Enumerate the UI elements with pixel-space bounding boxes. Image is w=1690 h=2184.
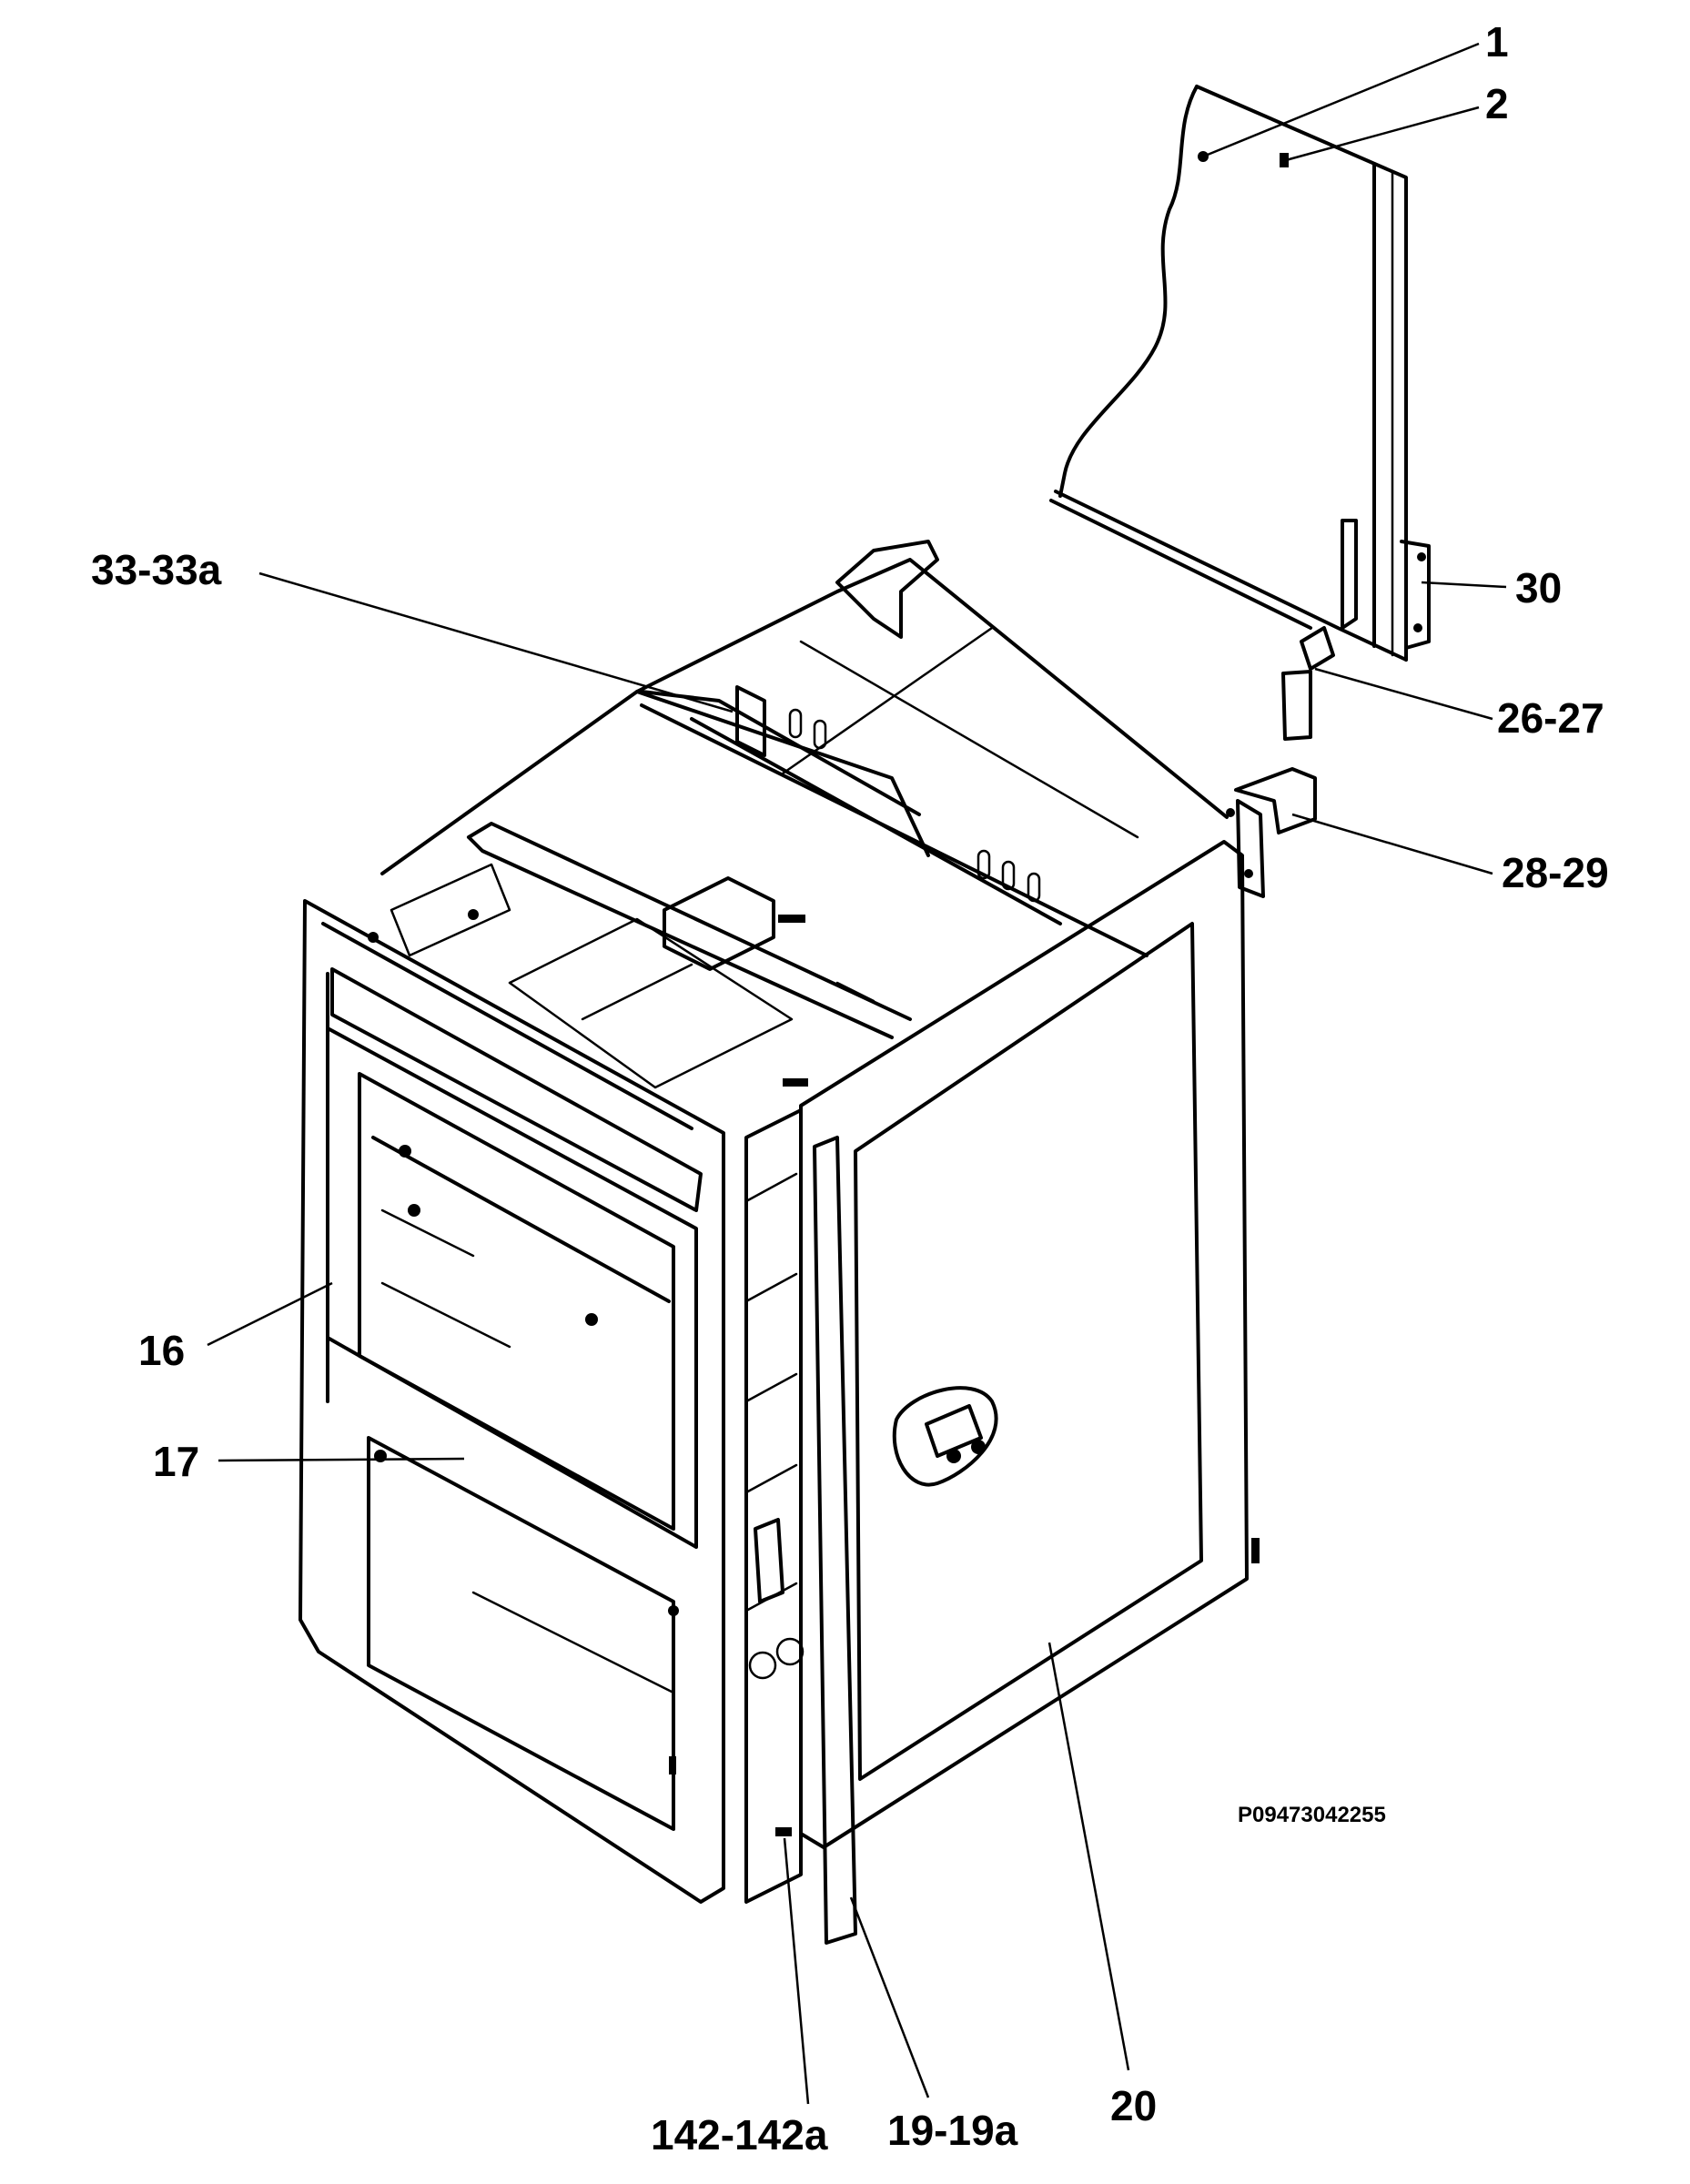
- callout-28-29: 28-29: [1502, 849, 1609, 896]
- callout-17: 17: [153, 1438, 199, 1485]
- oven-body: [368, 540, 1229, 1089]
- side-rail: [744, 915, 857, 1945]
- callout-2: 2: [1485, 80, 1509, 127]
- callout-16: 16: [138, 1327, 185, 1374]
- callout-33-33a: 33-33a: [91, 546, 222, 593]
- callout-labels: 1 2 30 26-27 28-29 33-33a 16 17 142-142a…: [91, 18, 1609, 2159]
- top-panel: [1049, 85, 1408, 662]
- side-panel: [799, 840, 1260, 1849]
- callout-19-19a: 19-19a: [887, 2107, 1018, 2154]
- hinge-assembly: [1226, 519, 1431, 898]
- front-frame: [299, 899, 725, 1904]
- drawing-code: P09473042255: [1238, 1803, 1386, 1827]
- callout-30: 30: [1515, 564, 1562, 612]
- callout-26-27: 26-27: [1497, 694, 1604, 742]
- callout-1: 1: [1485, 18, 1509, 66]
- callout-142-142a: 142-142a: [651, 2111, 828, 2159]
- callout-20: 20: [1110, 2082, 1157, 2129]
- leader-lines: [207, 42, 1507, 2105]
